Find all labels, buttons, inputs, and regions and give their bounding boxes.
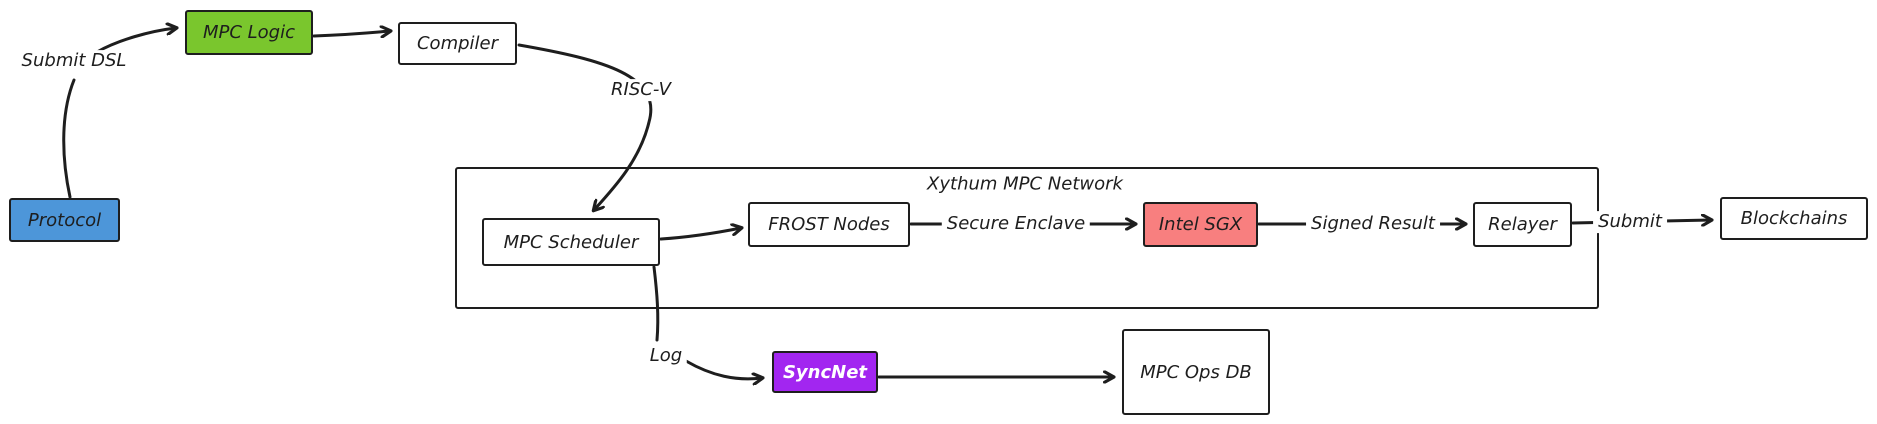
node-syncnet: SyncNet: [772, 351, 878, 393]
node-protocol-label: Protocol: [27, 209, 102, 231]
node-frost-nodes: FROST Nodes: [748, 202, 910, 247]
edge-label-signed-result: Signed Result: [1306, 213, 1440, 235]
node-relayer: Relayer: [1473, 202, 1572, 247]
node-intel-sgx: Intel SGX: [1143, 202, 1258, 247]
node-mpc-logic: MPC Logic: [185, 10, 313, 55]
edge-label-risc-v: RISC-V: [606, 79, 676, 101]
edge-mpc-logic-to-compiler: [312, 31, 390, 36]
edge-compiler-to-scheduler: [517, 43, 653, 210]
node-mpc-ops-db: MPC Ops DB: [1122, 329, 1270, 415]
network-container: [455, 167, 1599, 309]
edge-label-secure-enclave: Secure Enclave: [941, 213, 1091, 235]
edge-scheduler-to-frost: [659, 228, 741, 241]
edge-log-to-syncnet: [684, 359, 762, 379]
node-relayer-label: Relayer: [1488, 214, 1557, 235]
edge-submit-dsl-to-mpc-logic: [95, 28, 176, 54]
node-mpc-scheduler: MPC Scheduler: [482, 218, 660, 266]
node-frost-nodes-label: FROST Nodes: [768, 214, 890, 235]
node-protocol: Protocol: [9, 198, 120, 242]
edge-label-log: Log: [644, 345, 688, 367]
node-mpc-scheduler-label: MPC Scheduler: [503, 231, 639, 253]
edge-protocol-stem: [62, 78, 76, 199]
node-intel-sgx-label: Intel SGX: [1158, 214, 1243, 235]
edge-label-submit-dsl: Submit DSL: [16, 50, 132, 72]
edge-label-submit: Submit: [1593, 211, 1667, 233]
node-mpc-ops-db-label: MPC Ops DB: [1140, 361, 1252, 383]
network-container-title: Xythum MPC Network: [927, 173, 1123, 195]
node-mpc-logic-label: MPC Logic: [202, 22, 296, 43]
node-compiler: Compiler: [398, 22, 517, 65]
node-compiler-label: Compiler: [416, 33, 499, 54]
node-blockchains: Blockchains: [1720, 197, 1868, 240]
node-blockchains-label: Blockchains: [1740, 208, 1848, 229]
edge-scheduler-log-stem: [652, 265, 660, 342]
node-syncnet-label: SyncNet: [782, 361, 868, 383]
